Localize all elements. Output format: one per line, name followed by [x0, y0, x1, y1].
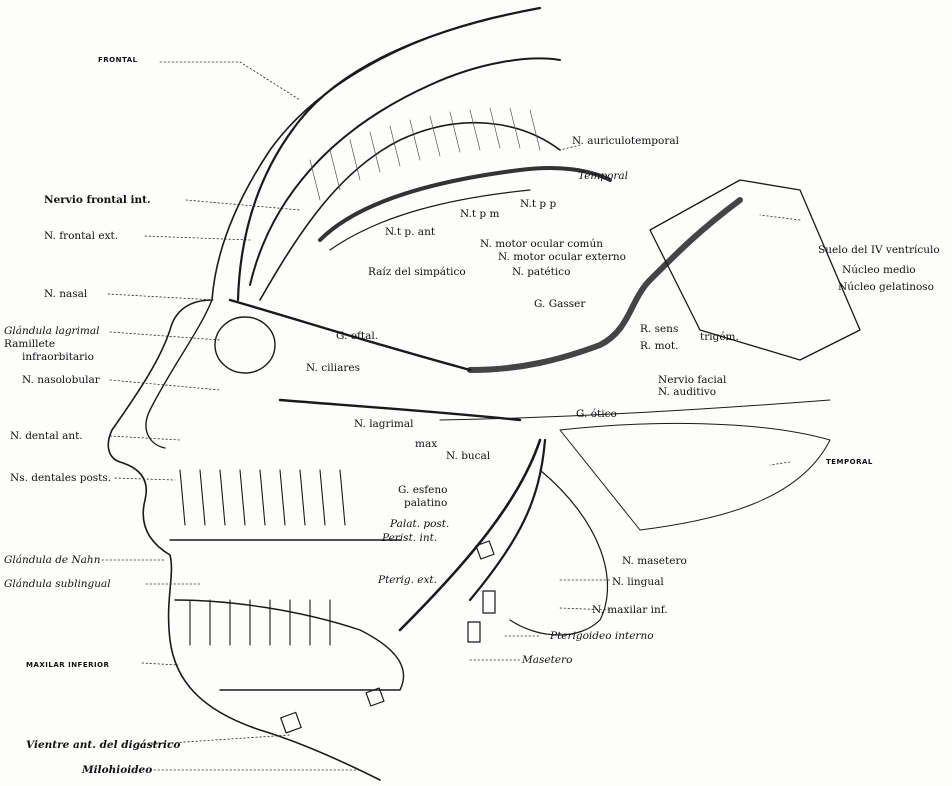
- label-g-oftal: G. oftal.: [336, 330, 378, 342]
- label-g-gasser: G. Gasser: [534, 298, 585, 310]
- lower-jaw: [175, 600, 404, 690]
- label-vientre-ant: Vientre ant. del digástrico: [26, 739, 180, 751]
- label-glandula-lagrimal: Glándula lagrimal: [4, 325, 100, 337]
- label-nervio-frontal-int: Nervio frontal int.: [44, 194, 151, 206]
- label-ntpm: N.t p m: [460, 208, 499, 220]
- label-glandula-sublingual: Glándula sublingual: [4, 578, 111, 590]
- label-n-dental-ant: N. dental ant.: [10, 430, 83, 442]
- label-g-otico: G. ótico: [576, 408, 617, 420]
- label-ramillete: Ramillete: [4, 338, 55, 350]
- label-ntpp: N.t p p: [520, 198, 556, 210]
- label-perist-int: Perist. int.: [382, 532, 437, 544]
- muscle-marker: [483, 591, 495, 613]
- label-n-patetico: N. patético: [512, 266, 570, 278]
- label-nervio-facial: Nervio facial: [658, 374, 726, 386]
- nose-outline: [146, 300, 212, 448]
- label-n-lagrimal: N. lagrimal: [354, 418, 413, 430]
- label-n-masetero: N. masetero: [622, 555, 687, 567]
- label-temporal-italic: Temporal: [578, 170, 628, 182]
- label-n-lingual: N. lingual: [612, 576, 664, 588]
- lingual-nerve: [470, 440, 545, 600]
- label-r-sens: R. sens: [640, 323, 678, 335]
- label-palat-post: Palat. post.: [390, 518, 449, 530]
- label-glandula-nahn: Glándula de Nahn: [4, 554, 100, 566]
- muscle-marker: [366, 688, 384, 706]
- label-suelo-iv: Suelo del IV ventrículo: [818, 244, 940, 256]
- orbit: [215, 317, 275, 373]
- label-n-ciliares: N. ciliares: [306, 362, 360, 374]
- label-max: max: [415, 438, 437, 450]
- muscle-marker: [468, 622, 480, 642]
- label-n-motor-ocular-comun: N. motor ocular común: [480, 238, 603, 250]
- label-auriculotemporal: N. auriculotemporal: [572, 135, 679, 147]
- label-maxilar-inferior: MAXILAR INFERIOR: [26, 659, 109, 671]
- label-nucleo-gelatinoso: Núcleo gelatinoso: [838, 281, 934, 293]
- label-n-bucal: N. bucal: [446, 450, 490, 462]
- label-n-nasolobular: N. nasolobular: [22, 374, 100, 386]
- label-infraorbitario: infraorbitario: [22, 351, 94, 363]
- label-r-mot: R. mot.: [640, 340, 678, 352]
- label-raiz-simpatico: Raíz del simpático: [368, 266, 466, 278]
- label-pterigoideo-interno: Pterigoideo interno: [550, 630, 654, 642]
- brainstem-outline: [650, 180, 860, 360]
- label-palatino: palatino: [404, 497, 447, 509]
- label-nucleo-medio: Núcleo medio: [842, 264, 916, 276]
- label-milohioideo: Milohioideo: [82, 764, 152, 776]
- label-n-auditivo: N. auditivo: [658, 386, 716, 398]
- label-masetero: Masetero: [522, 654, 572, 666]
- label-ns-dentales-posts: Ns. dentales posts.: [10, 472, 111, 484]
- label-ntpant: N.t p. ant: [385, 226, 435, 238]
- label-frontal: FRONTAL: [98, 54, 138, 66]
- label-n-frontal-ext: N. frontal ext.: [44, 230, 118, 242]
- label-g-esfeno: G. esfeno: [398, 484, 447, 496]
- label-n-motor-ocular-externo: N. motor ocular externo: [498, 251, 626, 263]
- label-n-nasal: N. nasal: [44, 288, 87, 300]
- label-pterig-ext: Pterig. ext.: [378, 574, 437, 586]
- maxillary-nerve: [280, 400, 520, 420]
- label-trigem: trigém.: [700, 331, 739, 343]
- muscle-marker: [281, 712, 302, 733]
- trigeminal-trunk: [470, 200, 740, 370]
- label-temporal-caps: TEMPORAL: [826, 456, 873, 468]
- temporal-arc: [320, 168, 610, 240]
- label-n-maxilar-inf: N. maxilar inf.: [592, 604, 668, 616]
- forehead-bone-curve: [238, 8, 540, 300]
- temporal-bone: [560, 423, 830, 530]
